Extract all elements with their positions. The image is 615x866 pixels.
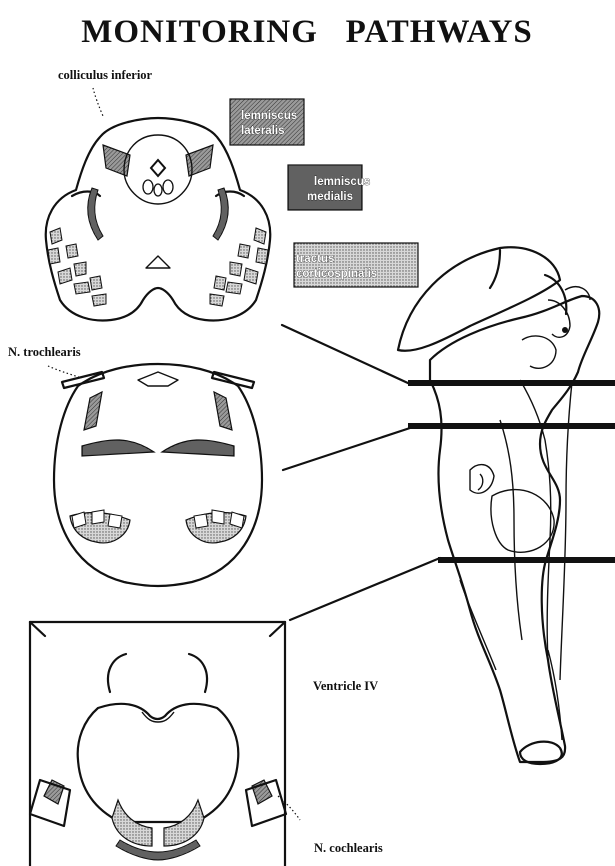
plane-line-2	[408, 423, 615, 429]
svg-text:lemniscus: lemniscus	[241, 110, 297, 122]
pointer-colliculus	[93, 88, 103, 116]
legend-tractus-corticospinalis: tractus corticospinalis	[294, 243, 418, 287]
plane-line-1	[408, 380, 615, 386]
svg-text:tractus: tractus	[296, 253, 334, 265]
label-ventricle-iv: Ventricle IV	[313, 679, 378, 693]
svg-text:lemniscus: lemniscus	[314, 176, 370, 188]
label-n-trochlearis: N. trochlearis	[8, 345, 81, 359]
pointer-trochlearis	[48, 366, 82, 378]
brainstem-lateral-view	[398, 247, 599, 764]
svg-text:corticospinalis: corticospinalis	[296, 268, 377, 280]
legend-lemniscus-lateralis: lemniscus lateralis	[230, 99, 304, 145]
leader-line-3	[290, 558, 440, 620]
page-title: MONITORING PATHWAYS	[81, 14, 533, 50]
svg-text:medialis: medialis	[307, 191, 353, 203]
section-trochlear-level	[54, 364, 262, 586]
section-cochlear-level	[30, 622, 286, 866]
plane-line-3	[438, 557, 615, 563]
label-n-cochlearis: N. cochlearis	[314, 841, 383, 855]
svg-text:lateralis: lateralis	[241, 125, 284, 137]
legend-lemniscus-medialis: lemniscus medialis	[288, 165, 370, 210]
section-colliculus-level	[46, 118, 271, 320]
label-colliculus-inferior: colliculus inferior	[58, 68, 153, 82]
leader-line-2	[283, 428, 410, 470]
leader-line-1	[282, 325, 410, 384]
